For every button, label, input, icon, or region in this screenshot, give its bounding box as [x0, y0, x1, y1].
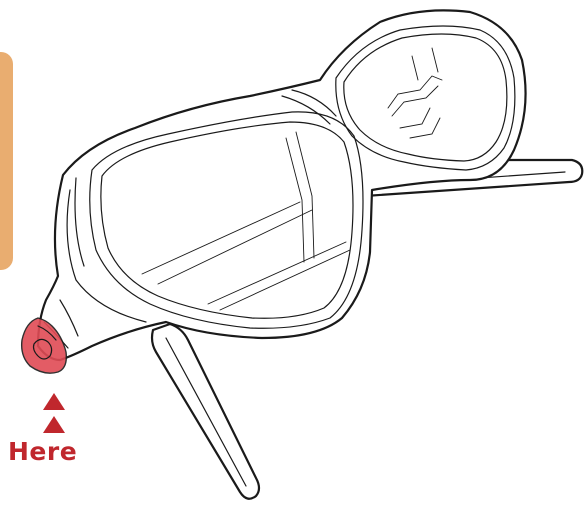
side-tab [0, 52, 13, 270]
here-label: Here [8, 437, 78, 466]
arrow-up-icon [43, 393, 65, 410]
pointer-arrows [43, 393, 65, 433]
lens-reflection-right [387, 47, 443, 139]
arrow-up-icon [43, 416, 65, 433]
lens-reflection-left [141, 131, 351, 311]
near-temple-arm [150, 322, 261, 500]
hinge-highlight [20, 317, 68, 374]
glasses-frame [36, 9, 527, 362]
